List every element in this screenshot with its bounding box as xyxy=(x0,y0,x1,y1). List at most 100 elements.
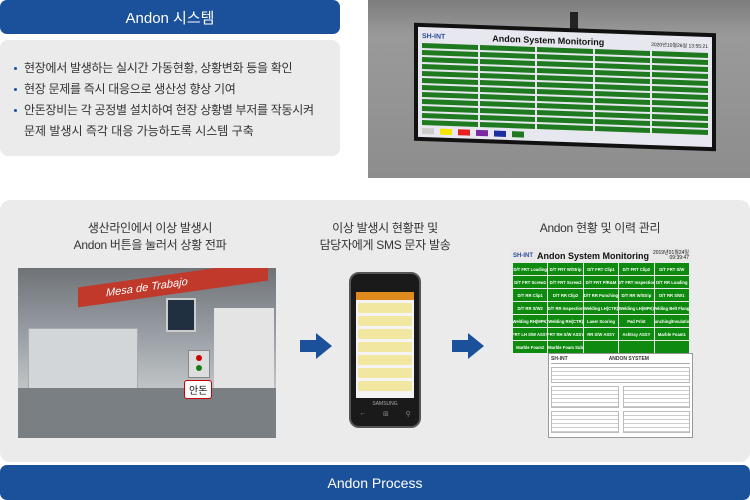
monitor-cell: D/T FRT Inspection xyxy=(619,276,654,288)
tv-cell xyxy=(422,85,478,92)
tv-cell xyxy=(594,126,651,133)
tv-cell xyxy=(479,59,536,66)
factory-line-photo: Mesa de Trabajo 안돈 xyxy=(18,268,276,438)
tv-cell xyxy=(479,66,536,73)
monitor-cell: D/T RR Punching xyxy=(583,289,619,301)
andon-system-title: Andon 시스템 xyxy=(0,0,340,34)
tv-mount xyxy=(570,12,578,34)
monitor-cell: D/T FRT Screw2 xyxy=(548,276,583,288)
monitor-cell: Punching/Insulation xyxy=(654,315,689,327)
monitor-cell: D/T RR S/W1 xyxy=(654,289,689,301)
tv-cell xyxy=(537,61,593,68)
monitor-cell: D/T RR W/Strip xyxy=(619,289,654,301)
tv-cell xyxy=(537,124,593,131)
monitor-cell: FRT LH S/W ASSY xyxy=(513,328,548,340)
monitor-cell: D/T FRT W/Strip xyxy=(548,263,583,275)
tv-cell xyxy=(537,117,593,124)
tv-cell xyxy=(594,49,651,56)
andon-button-box xyxy=(188,350,210,378)
monitor-cell xyxy=(583,341,619,353)
tv-cell xyxy=(594,56,651,63)
tv-cell xyxy=(479,45,536,52)
line-monitor xyxy=(166,298,196,332)
monitor-cell: RR S/W ASSY xyxy=(583,328,619,340)
tv-cell xyxy=(479,108,536,115)
monitor-logo: SH-INT xyxy=(513,253,533,259)
andon-label: 안돈 xyxy=(184,380,213,399)
tv-cell xyxy=(479,122,536,129)
tv-cell xyxy=(594,105,651,112)
tv-cell xyxy=(652,72,708,79)
monitor-cell: Welding RH(MPK) xyxy=(513,315,548,327)
bullet-item: 안돈장비는 각 공정별 설치하여 현장 상황별 부저를 작동시켜 xyxy=(14,100,328,121)
tv-cell xyxy=(479,94,536,101)
tv-cell xyxy=(594,70,651,77)
bullet-item-continuation: 문제 발생시 즉각 대응 가능하도록 시스템 구축 xyxy=(24,124,254,138)
tv-cell xyxy=(652,128,708,135)
sms-screen xyxy=(356,292,414,398)
tv-display: SH-INT Andon System Monitoring 2020년10월2… xyxy=(414,22,716,152)
tv-cell xyxy=(479,73,536,80)
tv-cell xyxy=(652,121,708,128)
monitor-cell: Marble Foam Sub xyxy=(548,341,583,353)
bullet-item: 현장 문제를 즉시 대응으로 생산성 향상 기여 xyxy=(14,79,328,100)
tv-cell xyxy=(594,91,651,98)
monitor-cell: Welding LH(CTR) xyxy=(583,302,619,314)
tv-cell xyxy=(652,107,708,114)
andon-tv-photo: SH-INT Andon System Monitoring 2020년10월2… xyxy=(368,0,750,178)
work-table xyxy=(18,388,276,438)
tv-cell xyxy=(422,78,478,85)
tv-cell xyxy=(422,106,478,113)
monitor-cell: D/T FRT Clip1 xyxy=(583,263,619,275)
tv-cell xyxy=(537,82,593,89)
tv-cell xyxy=(652,51,708,58)
tv-cell xyxy=(479,87,536,94)
andon-process-title: Andon Process xyxy=(0,465,750,500)
smartphone-sms: SAMSUNG ←⊞⚲ xyxy=(349,272,421,428)
monitor-cell: Laser Scoring xyxy=(583,315,619,327)
monitor-title: Andon System Monitoring xyxy=(536,251,649,261)
tv-cell xyxy=(652,58,708,65)
monitor-cell: D/T RR Loading xyxy=(654,276,689,288)
tv-cell xyxy=(537,103,593,110)
phone-nav: ←⊞⚲ xyxy=(359,410,411,418)
monitor-cell: D/T RR S/W2 xyxy=(513,302,548,314)
tv-cell xyxy=(652,86,708,93)
tv-cell xyxy=(422,50,478,57)
monitor-cell: Marble Foam1 xyxy=(654,328,689,340)
monitor-cell: Ashtray ASSY xyxy=(619,328,654,340)
monitor-cell: D/T FRT Screw1 xyxy=(513,276,548,288)
tv-cell xyxy=(479,52,536,59)
tv-cell xyxy=(479,115,536,122)
tv-cell xyxy=(422,71,478,78)
andon-description-box: 현장에서 발생하는 실시간 가동현황, 상황변화 등을 확인 현장 문제를 즉시… xyxy=(0,40,340,156)
andon-monitoring-screen: SH-INT Andon System Monitoring 2019년01월2… xyxy=(511,248,691,353)
tv-cell xyxy=(652,79,708,86)
bullet-item: 현장에서 발생하는 실시간 가동현황, 상황변화 등을 확인 xyxy=(14,58,328,79)
arrow-right-icon xyxy=(300,333,332,359)
tv-cell xyxy=(479,80,536,87)
tv-cell xyxy=(594,84,651,91)
tv-cell xyxy=(537,47,593,54)
monitor-cell: Marble Foam2 xyxy=(513,341,548,353)
monitor-cell: D/T FRT Clip2 xyxy=(619,263,654,275)
tv-cell xyxy=(422,113,478,120)
tv-cell xyxy=(594,98,651,105)
monitor-cell: FRT RH S/W ASSY xyxy=(548,328,583,340)
monitor-cell: D/T RR Clip2 xyxy=(548,289,583,301)
tv-cell xyxy=(537,54,593,61)
tv-cell xyxy=(652,100,708,107)
tv-cell xyxy=(594,77,651,84)
tv-status-grid xyxy=(422,43,708,135)
tv-cell xyxy=(537,110,593,117)
phone-brand: SAMSUNG xyxy=(372,401,398,407)
monitor-cell xyxy=(654,341,689,353)
monitor-cell: Welding Belt Flange xyxy=(654,302,689,314)
tv-cell xyxy=(422,64,478,71)
tv-cell xyxy=(422,43,478,50)
